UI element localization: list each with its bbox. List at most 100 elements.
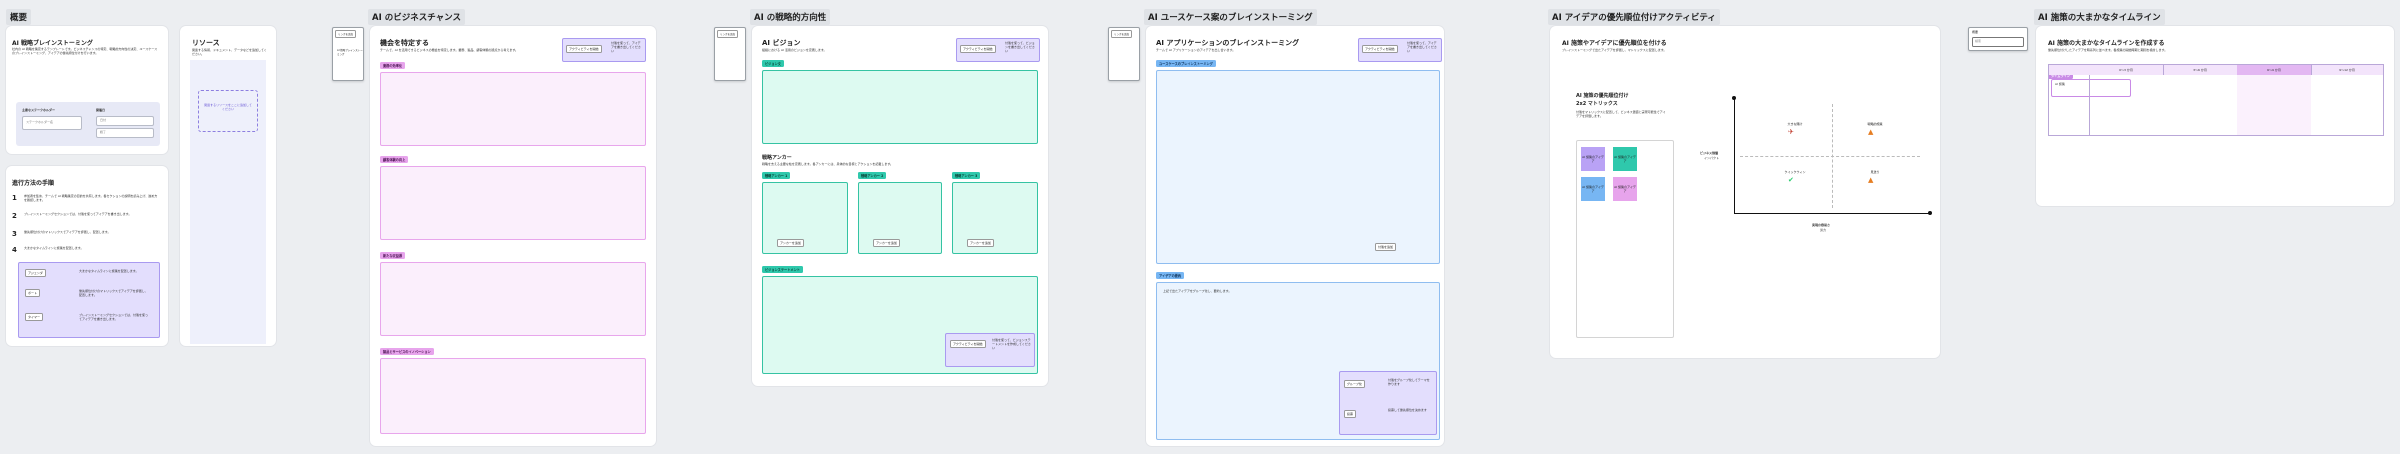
stickies-tray[interactable]: AI 施策のアイデア AI 施策のアイデア AI 施策のアイデア AI 施策のア… [1576,140,1674,338]
business-card: 機会を特定する チームで、AI を活用できるビジネスの機会を特定します。業務、製… [370,26,656,446]
add-anchor-button[interactable]: アンカーを追加 [873,239,900,247]
overview-title: AI 戦略ブレインストーミング [12,40,93,47]
idea-summary-area[interactable]: 上記で出たアイデアをグループ化し、要約します。 グループ化 付箋をグループ化して… [1156,282,1440,440]
add-anchor-button[interactable]: アンカーを追加 [967,239,994,247]
date-label: 開催日 [96,108,106,112]
timer-button[interactable]: タイマー [25,313,44,321]
area-tag: 製品とサービスのイノベーション [380,348,434,355]
step-text: ブレインストーミングセクションでは、付箋を使ってアイデアを書き出します。 [24,212,132,216]
add-link-button[interactable]: リンクを追加 [1111,30,1133,38]
quadrant-label: 戦略的施策 [1867,122,1883,126]
tip-text: 付箋を使って、ビジョンを書き出してください [1005,41,1035,54]
step-text: 大まかなタイムラインに施策を配置します。 [24,246,84,250]
sticky-note[interactable]: AI 施策のアイデア [1613,177,1637,201]
timeline-tag: タイムライン [2048,72,2073,79]
step-number: 4 [12,246,17,254]
timeline-divider [2089,75,2090,135]
resources-description: 関連する情報、ドキュメント、データなどを追加してください。 [192,48,267,57]
anchor-tag: 戦略アンカー 3 [952,172,981,179]
section-title-business: AI のビジネスチャンス [368,9,465,25]
sticky-note[interactable]: AI 施策のアイデア [1581,177,1605,201]
usecases-tag: ユースケースのブレインストーミング [1156,60,1216,67]
usecases-area[interactable]: 付箋を追加 [1156,70,1440,264]
vision-tag: ビジョン文 [762,60,784,67]
start-activity-button[interactable]: アクティビティを開始 [1362,45,1398,53]
business-description: チームで、AI を活用できるビジネスの機会を特定します。業務、製品、顧客体験の観… [380,48,519,52]
timeline-title: AI 施策の大まかなタイムラインを作成する [2048,40,2165,47]
ideas-area-revenue[interactable] [380,262,646,336]
ideas-area-customer[interactable] [380,166,646,240]
mini-frame[interactable]: リンクを追加 AI 戦略ブレインストーミング [332,27,364,81]
tip-text: 付箋を使って、アイデアを書き出してください [1407,41,1437,54]
search-input[interactable]: 検索 [1972,37,2024,47]
anchor-area[interactable]: アンカーを追加 [762,182,848,254]
timeline-header: 0〜3 か月 3〜6 か月 6〜9 か月 9〜12 か月 [2049,65,2383,75]
group-note: 付箋をグループ化してテーマを作ります [1388,378,1430,387]
area-tag: 顧客体験の向上 [380,156,409,163]
strategy-tip: アクティビティを開始 付箋を使って、ビジョンを書き出してください [956,38,1040,62]
business-tip: アクティビティを開始 付箋を使って、アイデアを書き出してください [562,38,646,62]
matrix-title: AI 施策の優先順位付け [1576,93,1629,99]
steps-title: 進行方法の手順 [12,180,55,187]
area-tag: 新たな収益源 [380,252,406,259]
y-axis [1734,98,1735,214]
date-field[interactable]: 日付 [96,116,154,126]
vote-button[interactable]: ボート [25,289,41,297]
add-anchor-button[interactable]: アンカーを追加 [777,239,804,247]
anchor-tag: 戦略アンカー 2 [858,172,887,179]
resources-area[interactable]: 関連するリソースをここに追加してください [190,60,266,344]
add-sticky-button[interactable]: 付箋を追加 [1375,243,1397,251]
statement-area[interactable]: アクティビティを開始 付箋を使って、ビジョンステートメントを作成してください [762,276,1038,374]
sticky-note[interactable]: AI 施策のアイデア [1581,147,1605,171]
usecases-title: AI アプリケーションのブレインストーミング [1156,39,1300,47]
section-title-overview: 概要 [6,9,32,25]
prioritize-description: ブレインストーミングで出たアイデアを評価し、マトリックスに配置します。 [1562,48,1667,52]
add-link-button[interactable]: リンクを追加 [335,30,357,38]
step-text: 参加者を集め、チームで AI 戦略策定の目的を共有します。各セクションの説明を読… [24,194,158,203]
agenda-button[interactable]: アジェンダ [25,269,46,277]
start-activity-button[interactable]: アクティビティを開始 [566,45,602,53]
timeline-row-label: AI 施策 [2055,82,2065,86]
sticky-note[interactable]: AI 施策のアイデア [1613,147,1637,171]
timeline-column-header: 9〜12 か月 [2339,68,2355,72]
section-title-usecases: AI ユースケース案のブレインストーミング [1144,9,1317,25]
tip-button[interactable]: アクティビティを開始 [950,340,986,348]
strategy-title: AI ビジョン [762,39,801,47]
resources-dropzone[interactable]: 関連するリソースをここに追加してください [198,90,258,132]
resources-placeholder: 関連するリソースをここに追加してください [204,103,252,112]
anchor-tag: 戦略アンカー 1 [762,172,791,179]
rocket-icon: ✈ [1788,128,1794,136]
mini-frame[interactable]: リンクを追加 [1108,27,1140,81]
add-link-button[interactable]: リンクを追加 [717,30,739,38]
end-date-field[interactable]: 終了 [96,128,154,138]
vision-area[interactable] [762,70,1038,144]
timeline-row-card[interactable]: AI 施策 [2051,79,2131,97]
start-activity-button[interactable]: アクティビティを開始 [960,45,996,53]
stakeholder-label: 主要なステークホルダー [22,108,56,112]
resources-card: リソース 関連する情報、ドキュメント、データなどを追加してください。 関連するリ… [180,26,276,346]
ideas-area-efficiency[interactable] [380,72,646,146]
group-button[interactable]: グループ化 [1344,380,1365,388]
resources-title: リソース [192,39,220,47]
usecases-description: チームで AI アプリケーションのアイデアを出し合います。 [1156,48,1236,52]
frame-label: 概要 [1972,30,1979,34]
timeline-column-highlight [2237,75,2311,135]
anchor-area[interactable]: アンカーを追加 [952,182,1038,254]
y-axis-sublabel: インパクト [1704,156,1720,160]
steps-card: 進行方法の手順 1 参加者を集め、チームで AI 戦略策定の目的を共有します。各… [6,166,168,346]
business-title: 機会を特定する [380,39,429,47]
x-axis-sublabel: 労力 [1820,228,1827,232]
stakeholder-field[interactable]: ステークホルダー名 [22,116,82,130]
mini-frame-search[interactable]: 概要 検索 [1968,27,2028,51]
anchor-area[interactable]: アンカーを追加 [858,182,942,254]
timeline-column-header: 0〜3 か月 [2089,65,2164,75]
timeline-grid[interactable]: 0〜3 か月 3〜6 か月 6〜9 か月 9〜12 か月 AI 施策 [2048,64,2384,136]
vote-button[interactable]: 投票 [1344,410,1357,418]
flame-icon: ▲ [1868,176,1874,184]
ideas-area-innovation[interactable] [380,358,646,434]
priority-matrix[interactable]: 大きな賭け ✈ 戦略的施策 ▲ クイックウィン ✔ 見送り ▲ [1732,96,1932,215]
idea-summary-description: 上記で出たアイデアをグループ化し、要約します。 [1163,289,1232,293]
mini-frame[interactable]: リンクを追加 [714,27,746,81]
summary-tools: グループ化 付箋をグループ化してテーマを作ります 投票 投票して優先順位を決めま… [1339,371,1437,435]
section-title-timeline: AI 施策の大まかなタイムライン [2034,9,2165,25]
